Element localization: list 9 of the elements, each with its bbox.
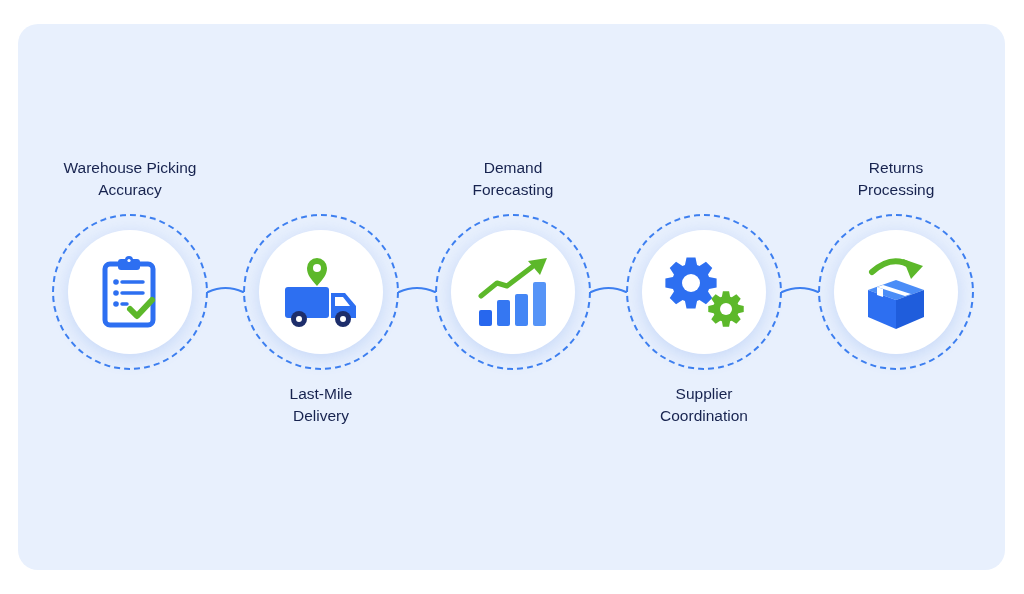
- connector-line: [207, 287, 244, 293]
- step-label: Warehouse Picking Accuracy: [62, 158, 198, 200]
- connector-line: [398, 287, 436, 293]
- step-label: Supplier Coordination: [659, 384, 749, 426]
- step-label: Returns Processing: [856, 158, 936, 200]
- connector-line: [590, 287, 627, 293]
- step-label: Demand Forecasting: [471, 158, 555, 200]
- connector-line: [781, 287, 819, 293]
- step-label: Last-Mile Delivery: [288, 384, 354, 426]
